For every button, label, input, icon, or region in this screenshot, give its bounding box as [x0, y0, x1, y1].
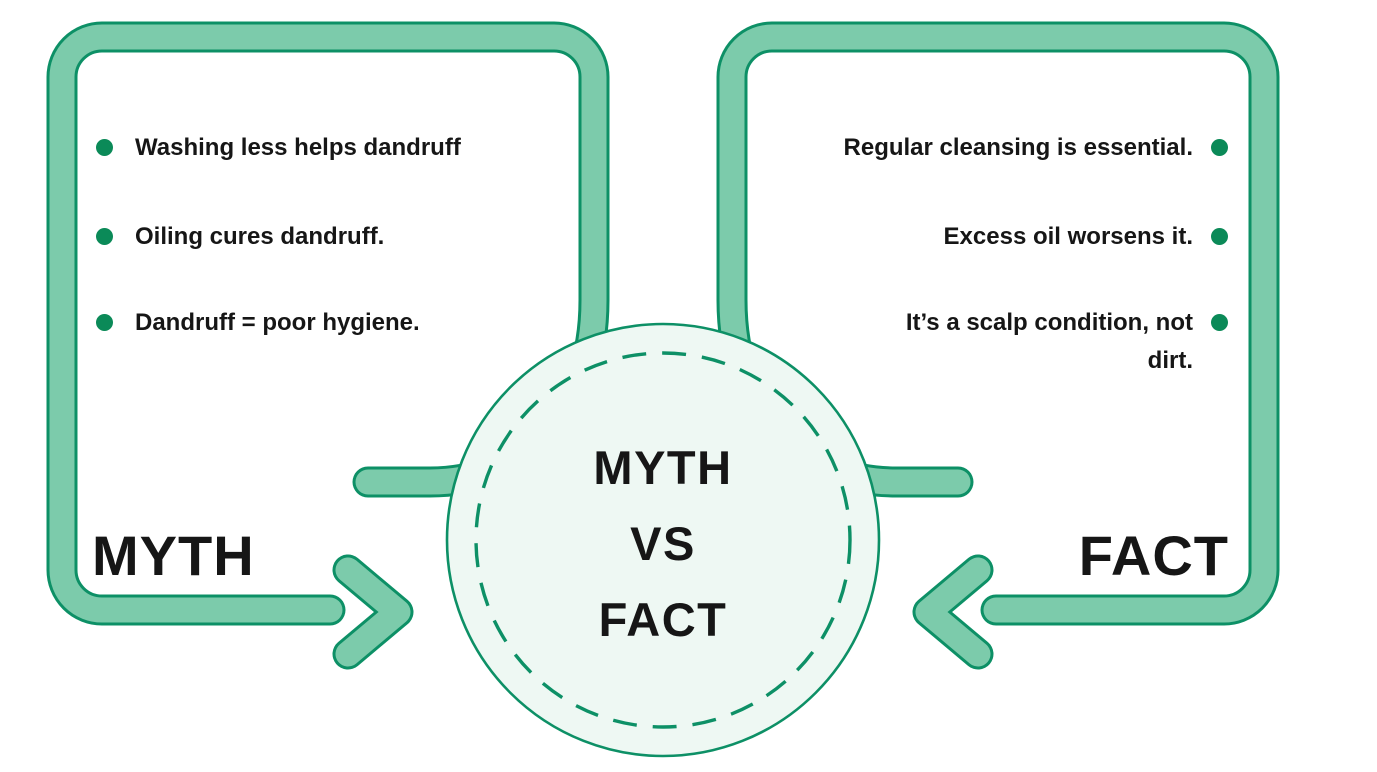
fact-list-item-3: It’s a scalp condition, not dirt.: [906, 304, 1228, 380]
bullet-icon: [96, 314, 113, 331]
bullet-icon: [1211, 314, 1228, 331]
myth-list-item-3: Dandruff = poor hygiene.: [96, 304, 420, 342]
myth-label: MYTH: [92, 524, 255, 587]
myth-arrow-chevron-icon: [332, 554, 414, 670]
fact-list-item-1: Regular cleansing is essential.: [844, 129, 1228, 167]
center-title: MYTH VS FACT: [593, 441, 733, 646]
myth-item-text: Dandruff = poor hygiene.: [135, 309, 420, 336]
fact-item-text: Regular cleansing is essential.: [843, 134, 1193, 161]
fact-item-text: It’s a scalp condition, not dirt.: [905, 309, 1193, 374]
fact-item-text: Excess oil worsens it.: [943, 223, 1193, 250]
bullet-icon: [96, 228, 113, 245]
bullet-icon: [96, 139, 113, 156]
myth-list-item-2: Oiling cures dandruff.: [96, 218, 384, 256]
myth-item-text: Washing less helps dandruff: [135, 134, 461, 161]
center-circle: [445, 322, 881, 758]
bullet-icon: [1211, 228, 1228, 245]
bullet-icon: [1211, 139, 1228, 156]
fact-list-item-2: Excess oil worsens it.: [944, 218, 1228, 256]
fact-label: FACT: [1078, 524, 1229, 587]
center-dashed-circle: [474, 351, 852, 729]
fact-arrow-chevron-icon: [912, 554, 994, 670]
myth-list-item-1: Washing less helps dandruff: [96, 129, 461, 167]
myth-item-text: Oiling cures dandruff.: [135, 223, 385, 250]
